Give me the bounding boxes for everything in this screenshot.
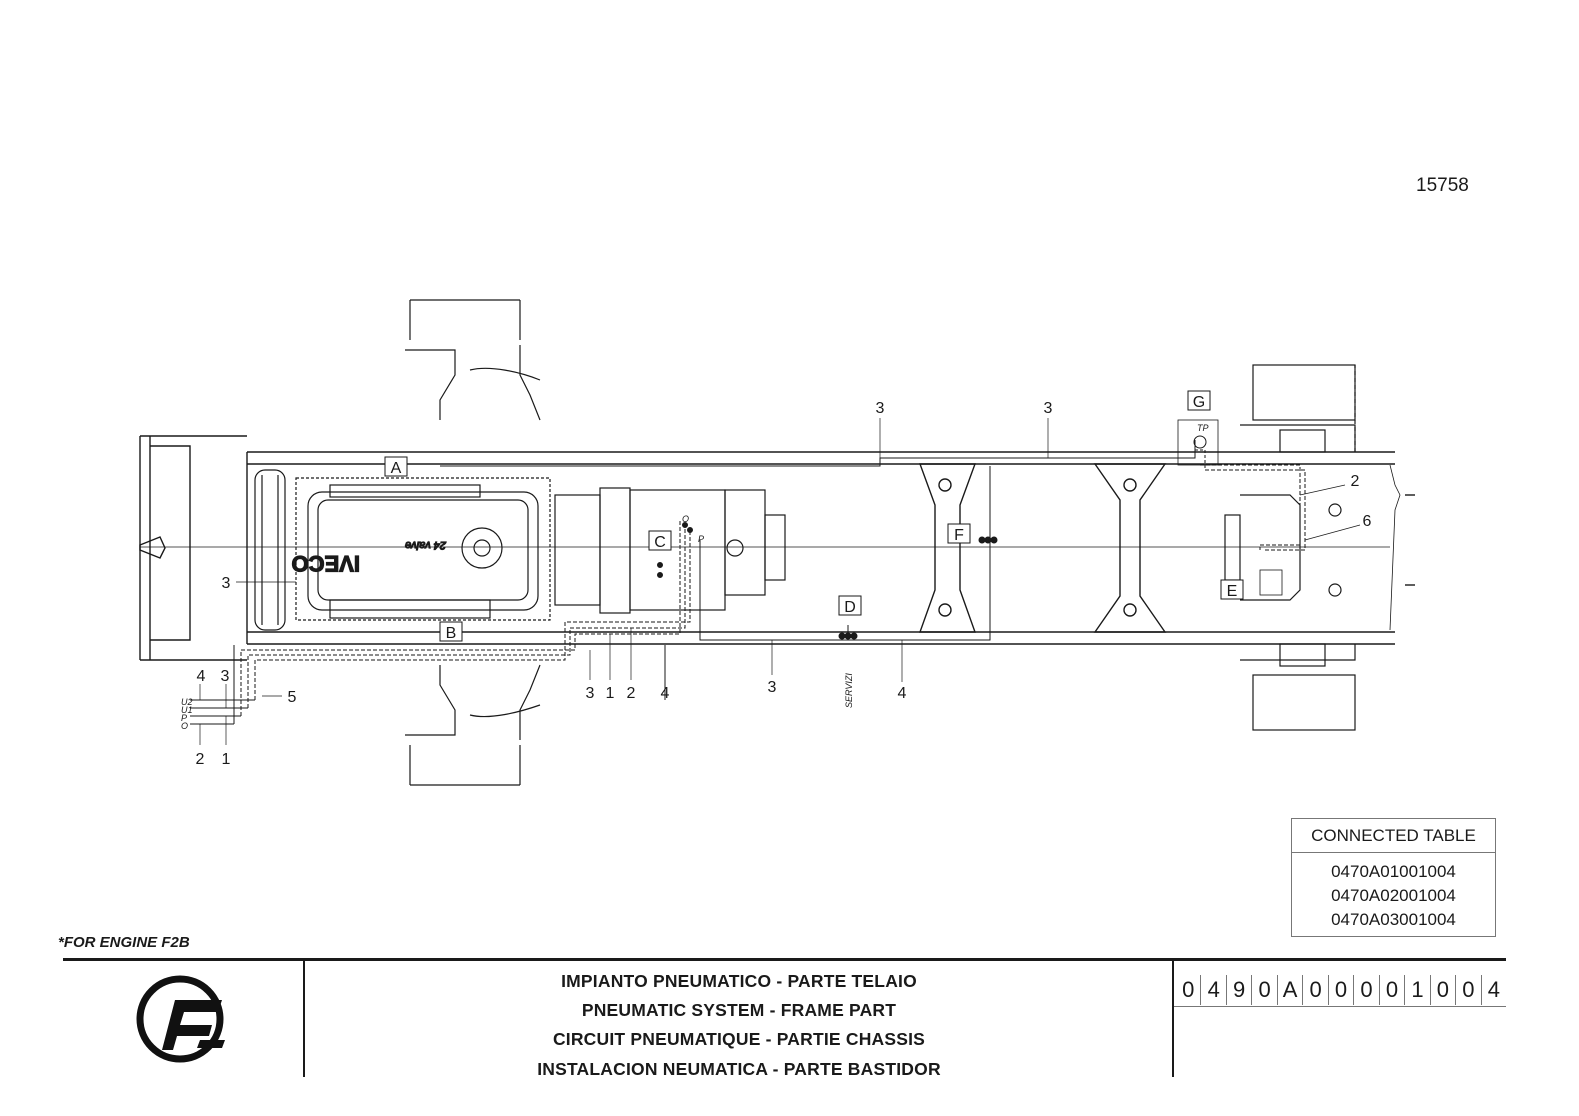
docno-digit: 9 [1225,975,1251,1005]
line-number-label: 5 [288,689,297,706]
engine-sub-label: 24 valve [405,539,447,551]
connected-table-row: 0470A01001004 [1331,862,1456,881]
port-p-label: P [698,534,704,544]
line-number-label: 3 [586,685,595,702]
title-line-italian: IMPIANTO PNEUMATICO - PARTE TELAIO [561,971,917,991]
line-number-label: 2 [1351,473,1360,490]
engine-note: *FOR ENGINE F2B [58,934,190,951]
zone-c-label: C [654,534,666,551]
title-line-english: PNEUMATIC SYSTEM - FRAME PART [581,1000,897,1020]
zone-d-label: D [844,599,856,616]
line-number-label: 1 [222,751,231,768]
docno-digit: 4 [1200,975,1225,1005]
sheet-id: 15758 [1416,175,1469,196]
line-number-label: 4 [661,685,670,702]
line-number-label: 1 [606,685,615,702]
engine: IVECO 24 valve [291,477,551,621]
zone-f-label: F [954,527,964,544]
port-o-label: O [682,514,689,524]
title-line-french: CIRCUIT PNEUMATIQUE - PARTIE CHASSIS [552,1029,926,1049]
zone-e-label: E [1227,583,1238,600]
front-wheels [405,299,541,786]
radiator [254,469,286,631]
line-number-label: 2 [196,751,205,768]
document-number: 0 4 9 0 A 0 0 0 0 1 0 0 4 [1176,975,1506,1005]
docno-digit: A [1276,975,1302,1005]
docno-digit: 1 [1404,975,1429,1005]
leader-lines [199,418,1361,745]
connected-table: CONNECTED TABLE 0470A01001004 0470A02001… [1291,818,1496,937]
docno-digit: 0 [1302,975,1327,1005]
docno-digit: 0 [1378,975,1404,1005]
title-block-divider [303,961,305,1077]
line-number-label: 4 [197,668,206,685]
feed-o-label: O [181,721,188,731]
pneumatic-lines [190,419,1306,725]
gearbox [554,487,786,614]
rear-wheels [1224,364,1356,731]
docno-digit: 0 [1327,975,1353,1005]
line-number-label: 3 [876,400,885,417]
company-logo-icon [136,975,225,1063]
zone-g-label: G [1193,394,1205,411]
feed-u1-label: U1 [181,705,193,715]
zone-b-label: B [446,625,457,642]
connected-table-row: 0470A03001004 [1331,910,1456,929]
tp-label: TP [1197,423,1209,433]
line-number-label: 3 [222,575,231,592]
title-block-divider [1172,961,1174,1077]
engine-brand-label: IVECO [292,551,360,576]
feed-u2-label: U2 [181,697,193,707]
zone-a-label: A [391,460,402,477]
zone-letters [384,390,1244,642]
docno-digit: 0 [1353,975,1378,1005]
chassis-frame [139,435,1415,661]
title-line-spanish: INSTALACION NEUMATICA - PARTE BASTIDOR [537,1059,941,1079]
docno-digit: 0 [1251,975,1276,1005]
docno-digit: 0 [1455,975,1480,1005]
connected-table-row: 0470A02001004 [1331,886,1456,905]
servizi-label: SERVIZI [844,673,854,708]
title-block-top-rule [63,958,1506,961]
line-number-label: 3 [768,679,777,696]
docno-digit: 0 [1182,977,1195,1002]
line-number-label: 6 [1363,513,1372,530]
line-number-label: 3 [221,668,230,685]
line-number-label: 3 [1044,400,1053,417]
line-number-label: 2 [627,685,636,702]
connected-table-header: CONNECTED TABLE [1292,819,1495,853]
line-number-label: 4 [898,685,907,702]
docno-underline [1174,1006,1506,1007]
docno-digit: 0 [1429,975,1455,1005]
feed-p-label: P [181,713,187,723]
docno-digit: 4 [1480,975,1506,1005]
